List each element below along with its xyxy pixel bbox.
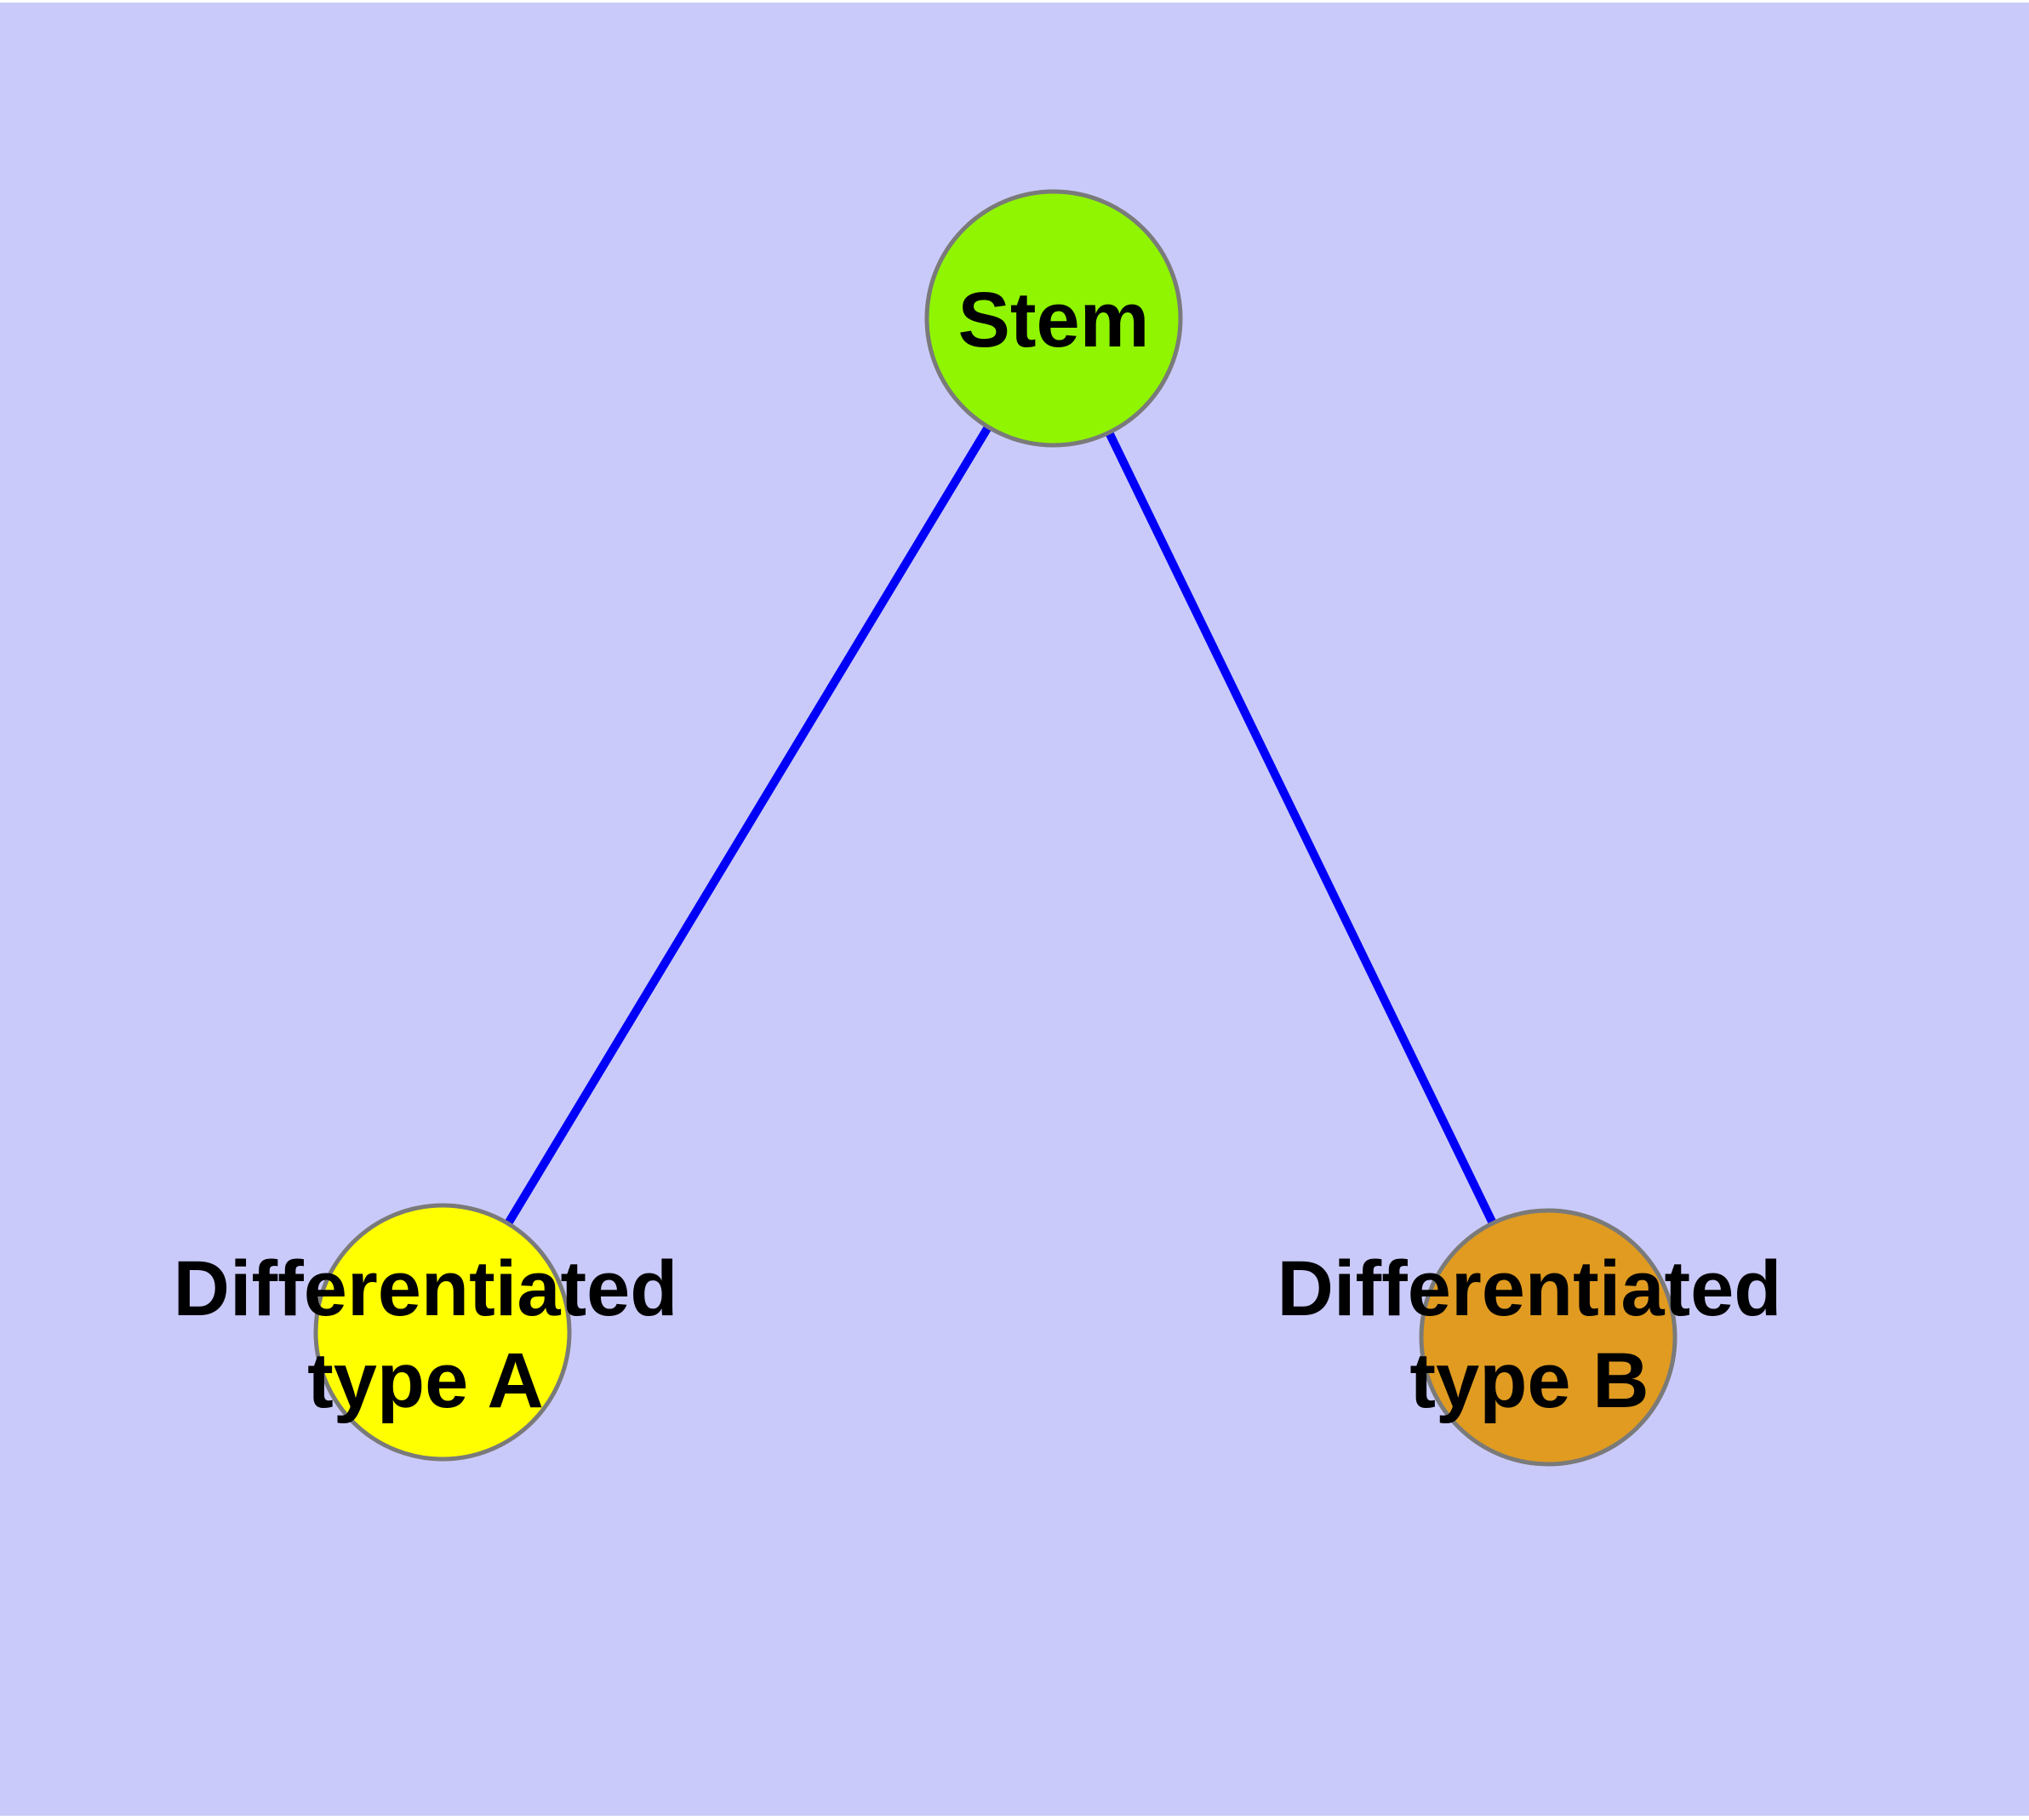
node-differentiated-type-b (1419, 1208, 1677, 1467)
node-label-differentiated-type-b: Differentiated type B (1277, 1243, 1782, 1427)
node-label-stem: Stem (957, 277, 1150, 363)
node-stem (924, 189, 1183, 448)
edge-stem-to-type-a (438, 316, 1058, 1335)
node-label-line: type A (307, 1337, 544, 1424)
node-label-differentiated-type-a: Differentiated type A (174, 1243, 678, 1427)
edge-stem-to-type-b (1049, 316, 1552, 1340)
node-label-line: Differentiated (173, 1245, 678, 1332)
node-differentiated-type-a (313, 1203, 572, 1462)
node-label-line: Differentiated (1277, 1245, 1782, 1332)
node-label-line: type B (1409, 1337, 1649, 1424)
